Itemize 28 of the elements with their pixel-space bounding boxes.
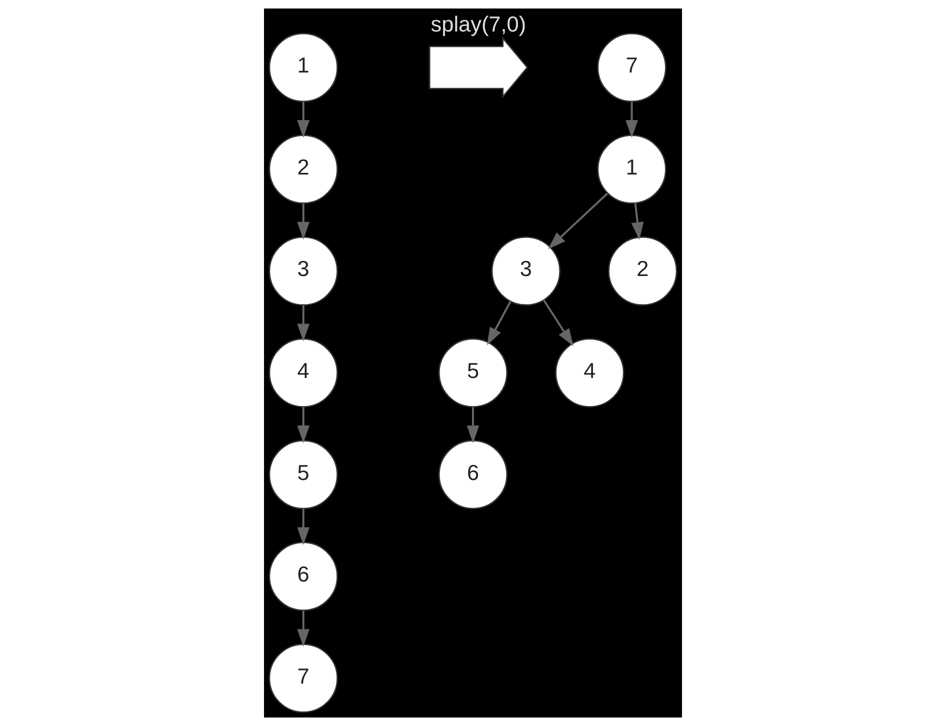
node-label: splay(7,0): [430, 11, 526, 36]
node-circle: 3: [490, 236, 560, 306]
arrow: [296, 204, 310, 240]
node-circle: 6: [268, 542, 338, 612]
arrow: [296, 305, 310, 342]
node-circle: 2: [268, 134, 338, 204]
arrow: [542, 299, 573, 346]
node-circle: 4: [554, 338, 624, 408]
node-circle: 6: [438, 440, 508, 510]
node-circle: 5: [438, 338, 508, 408]
arrow: [296, 610, 310, 647]
arrow: [296, 102, 310, 138]
node-circle: 3: [268, 236, 338, 306]
arrow: [296, 508, 310, 545]
node-circle: 1: [596, 134, 666, 204]
node-circle: 4: [268, 338, 338, 408]
node-arrow: [428, 36, 528, 99]
node-circle: 7: [268, 644, 338, 713]
arrow: [548, 192, 608, 249]
node-circle: 7: [596, 32, 666, 102]
arrow: [625, 102, 638, 138]
arrow: [466, 407, 479, 444]
node-circle: 2: [608, 236, 677, 306]
node-circle: 5: [268, 440, 338, 510]
arrow: [630, 202, 644, 240]
node-circle: 1: [268, 32, 338, 102]
arrow: [296, 407, 310, 444]
arrow: [486, 301, 511, 346]
